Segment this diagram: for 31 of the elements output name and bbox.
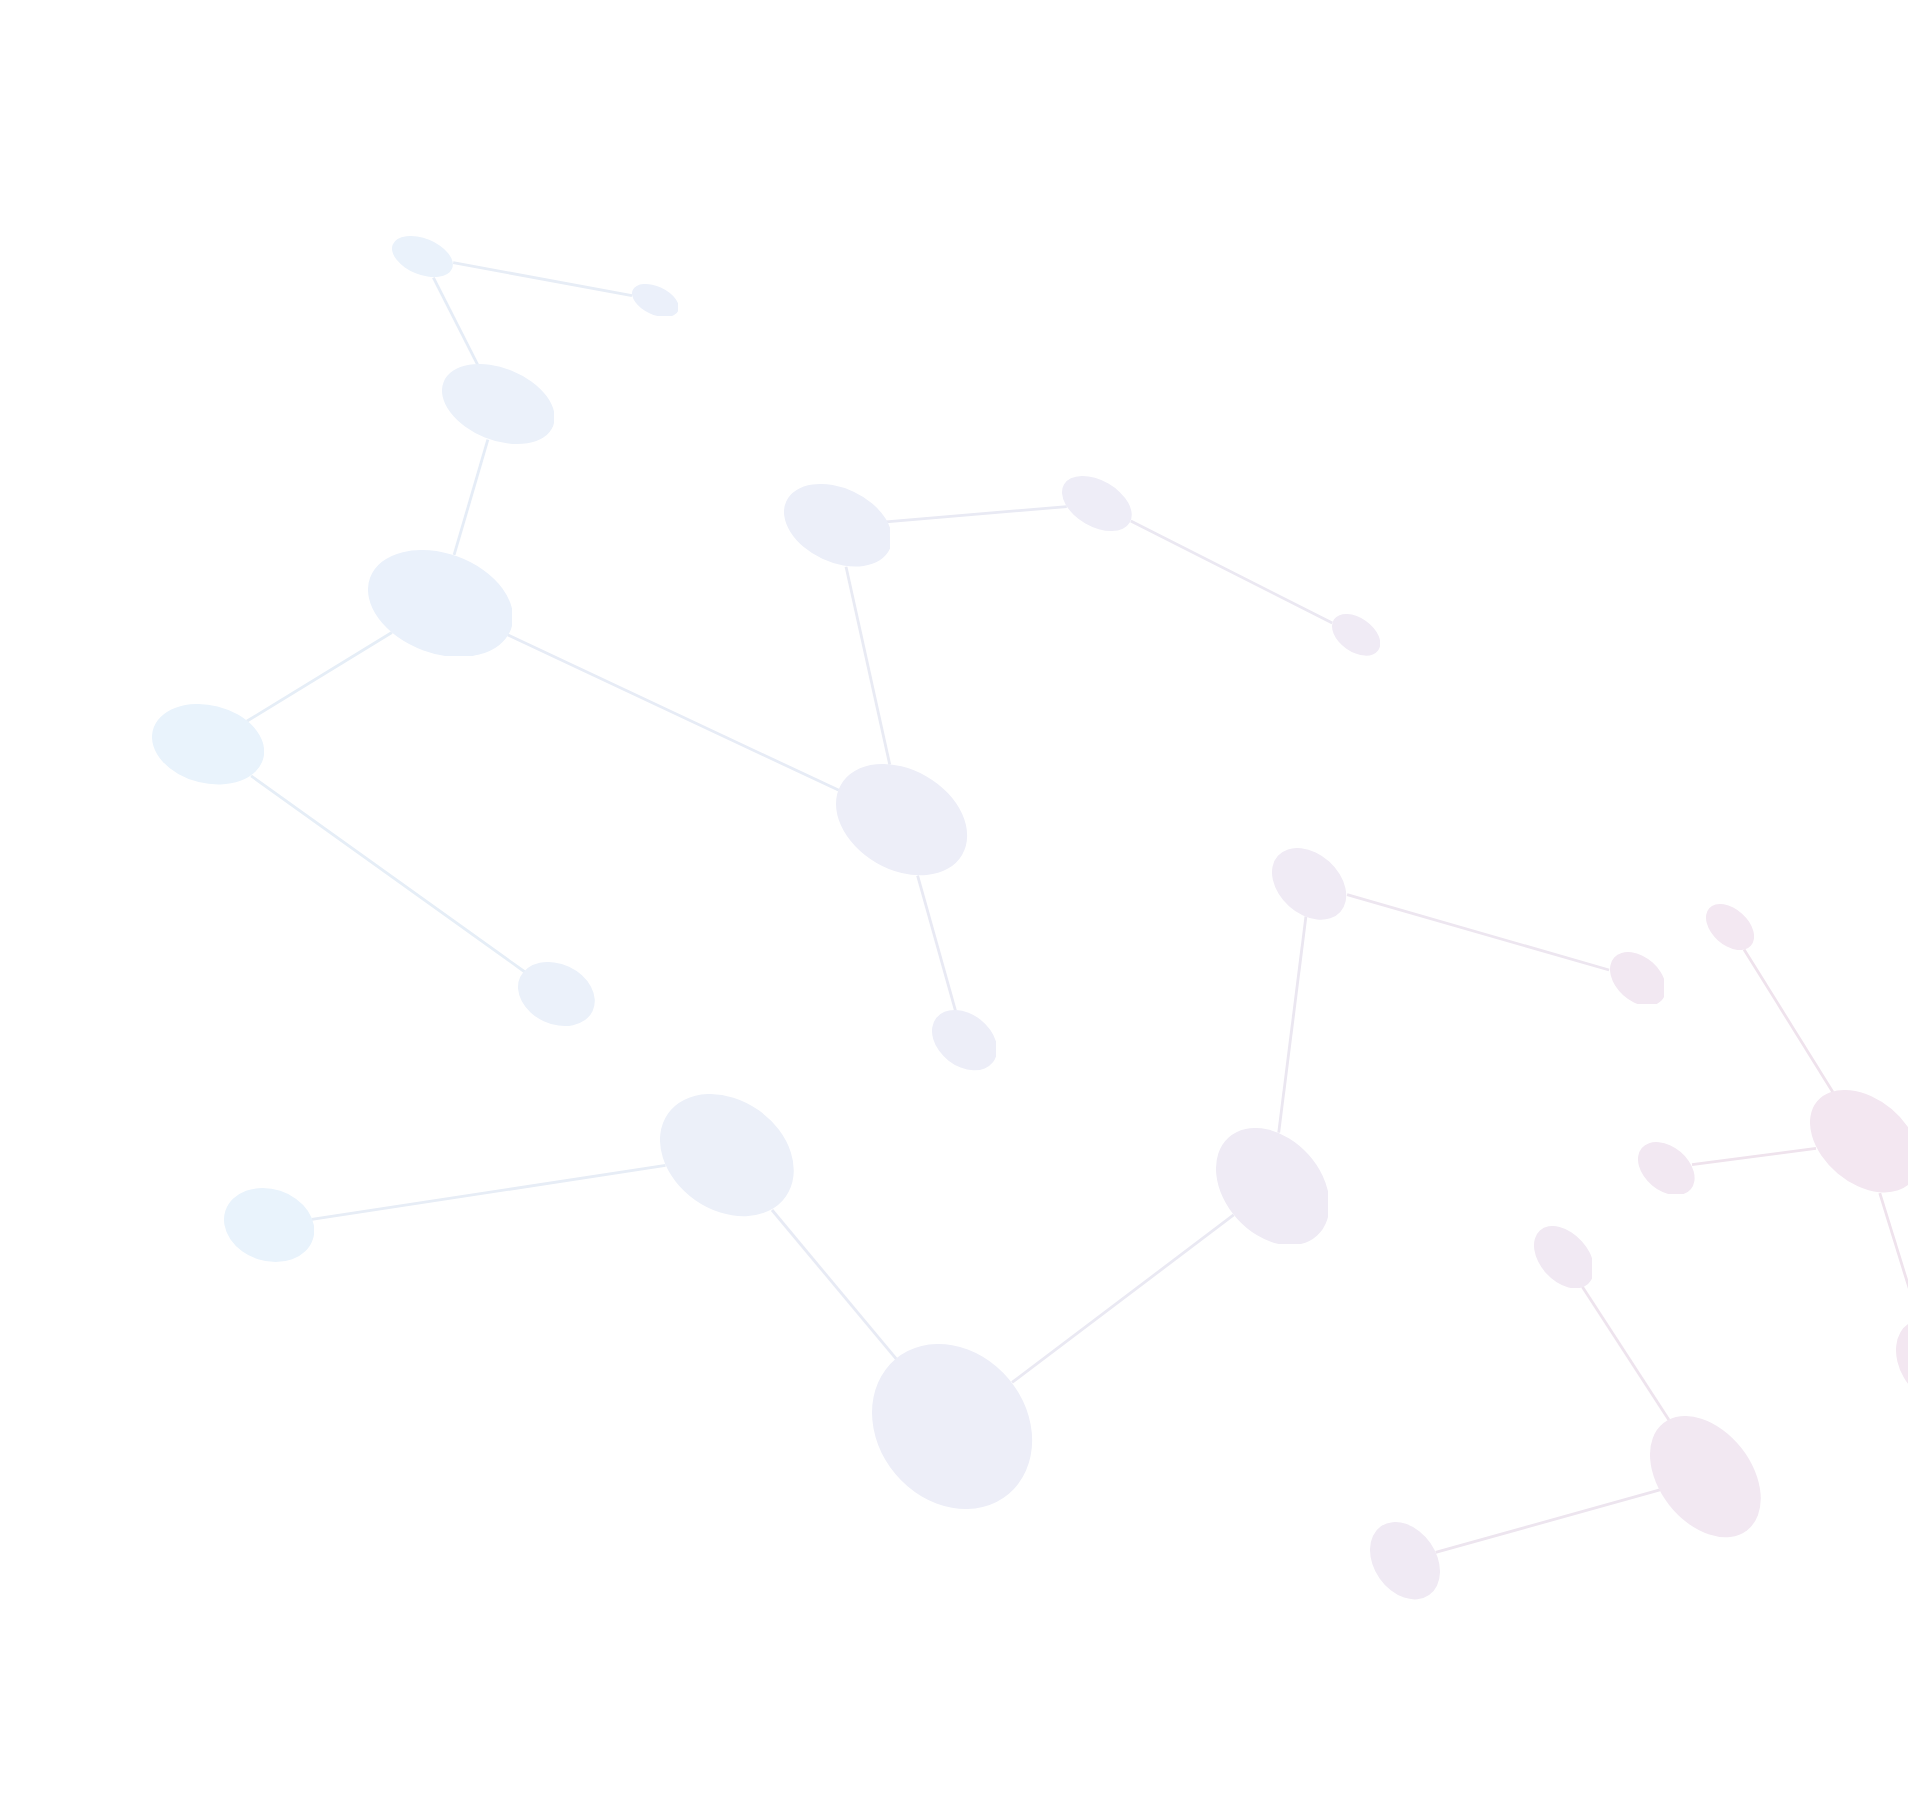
network-node — [1533, 1225, 1593, 1289]
connector-line — [432, 276, 479, 366]
network-node — [367, 549, 513, 657]
connector-line — [1691, 1146, 1817, 1167]
network-node — [223, 1188, 315, 1264]
connector-line — [1435, 1488, 1661, 1554]
connector-line — [245, 631, 393, 723]
network-node — [631, 283, 679, 317]
connector-line — [250, 774, 526, 974]
network-node — [151, 704, 265, 786]
network-node — [660, 1094, 794, 1218]
network-node — [1705, 903, 1754, 950]
connector-line — [1581, 1285, 1671, 1421]
connector-line — [311, 1164, 666, 1221]
network-node — [1638, 1141, 1696, 1195]
connector-line — [1346, 893, 1610, 972]
network-node — [836, 764, 968, 876]
connector-line — [452, 261, 633, 298]
network-node — [1609, 951, 1665, 1005]
network-node — [1809, 1090, 1908, 1194]
connector-line — [506, 633, 840, 792]
connector-line — [1742, 948, 1835, 1093]
network-node — [441, 364, 555, 445]
network-node — [1215, 1127, 1329, 1245]
connector-line — [452, 439, 490, 556]
network-node — [1650, 1416, 1762, 1538]
connector-line — [1277, 916, 1308, 1133]
network-node — [1369, 1522, 1440, 1600]
network-node — [518, 962, 596, 1027]
network-node — [1272, 848, 1348, 920]
network-node — [392, 236, 454, 278]
